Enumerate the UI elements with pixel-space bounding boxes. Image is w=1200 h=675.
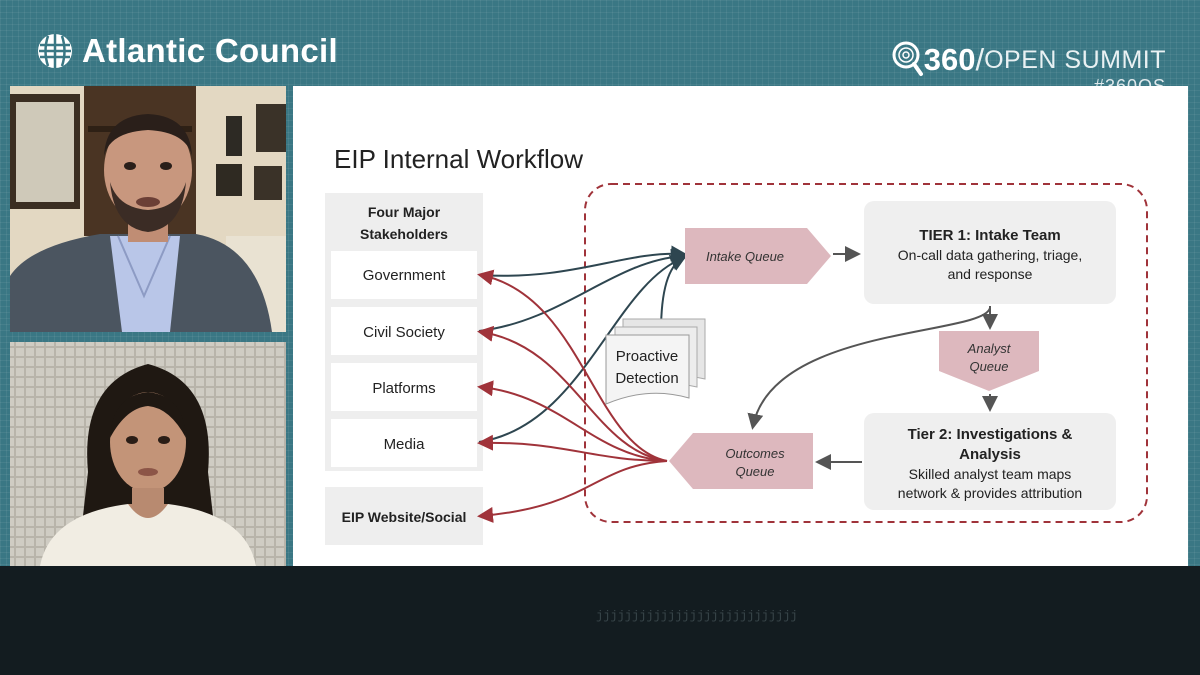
video-feed-speaker-2 [10, 342, 286, 566]
tier1-line1: On-call data gathering, triage, [898, 247, 1082, 263]
arrow-outcomes-to-civil-society [477, 325, 668, 462]
arrow-outcomes-to-website [477, 460, 668, 523]
stakeholder-civil-society: Civil Society [363, 324, 445, 341]
stakeholder-media: Media [384, 436, 426, 453]
summit-slash: / [975, 42, 985, 77]
stakeholder-platforms: Platforms [372, 380, 435, 397]
lower-third-bar [0, 566, 1200, 675]
arrow-tier1-to-outcomes [747, 307, 991, 430]
intake-queue-shape [685, 228, 831, 284]
magnifier-fingerprint-icon [892, 41, 923, 76]
outcomes-queue-line2: Queue [735, 464, 774, 479]
tier2-box [864, 413, 1116, 510]
tier2-line2: network & provides attribution [898, 485, 1082, 501]
arrow-government-to-intake [478, 245, 687, 277]
proactive-detection-doc [605, 334, 690, 405]
stakeholder-box-platforms [331, 363, 477, 411]
analyst-queue-line1: Analyst [967, 341, 1012, 356]
internal-boundary [584, 183, 1148, 523]
tier1-title: TIER 1: Intake Team [919, 227, 1060, 244]
website-social-label: EIP Website/Social [342, 509, 467, 525]
globe-icon [38, 34, 72, 68]
presentation-slide: EIP Internal Workflow Four Major Stakeho… [293, 86, 1188, 566]
summit-number: 360 [923, 42, 976, 77]
analyst-queue-shape [939, 331, 1039, 391]
stakeholder-box-government [331, 251, 477, 299]
tier2-title-line2: Analysis [959, 446, 1021, 463]
arrow-media-to-intake [478, 255, 687, 443]
outcomes-queue-line1: Outcomes [725, 446, 785, 461]
arrow-outcomes-to-government [477, 269, 668, 462]
brand-name: Atlantic Council [82, 32, 338, 69]
intake-queue-label: Intake Queue [706, 249, 784, 264]
slide-title: EIP Internal Workflow [334, 144, 583, 174]
speaker-2-image [10, 342, 286, 566]
stakeholder-box-media [331, 419, 477, 467]
tier2-title-line1: Tier 2: Investigations & [908, 426, 1073, 443]
workflow-diagram: EIP Internal Workflow Four Major Stakeho… [325, 144, 1148, 545]
proactive-line1: Proactive [616, 348, 679, 365]
stakeholders-heading-line1: Four Major [368, 204, 441, 220]
proactive-line2: Detection [615, 370, 678, 387]
speaker-1-image [10, 86, 286, 332]
tier1-line2: and response [948, 266, 1033, 282]
stakeholder-government: Government [363, 267, 446, 284]
atlantic-council-logo: Atlantic Council [36, 28, 338, 74]
analyst-queue-line2: Queue [969, 359, 1008, 374]
stakeholders-heading-line2: Stakeholders [360, 226, 448, 242]
video-feed-speaker-1 [10, 86, 286, 332]
arrow-outcomes-to-media [477, 434, 668, 462]
tier1-box [864, 201, 1116, 304]
stakeholder-box-civil-society [331, 307, 477, 355]
website-social-box [325, 487, 483, 545]
arrow-civil-society-to-intake [478, 248, 687, 332]
arrow-outcomes-to-platforms [477, 380, 668, 462]
summit-name: OPEN SUMMIT [984, 45, 1166, 74]
tier2-line1: Skilled analyst team maps [909, 466, 1072, 482]
ticker-text: jjjjjjjjjjjjjjjjjjjjjjjjjjjj [596, 609, 798, 623]
outcomes-queue-shape [669, 433, 813, 489]
